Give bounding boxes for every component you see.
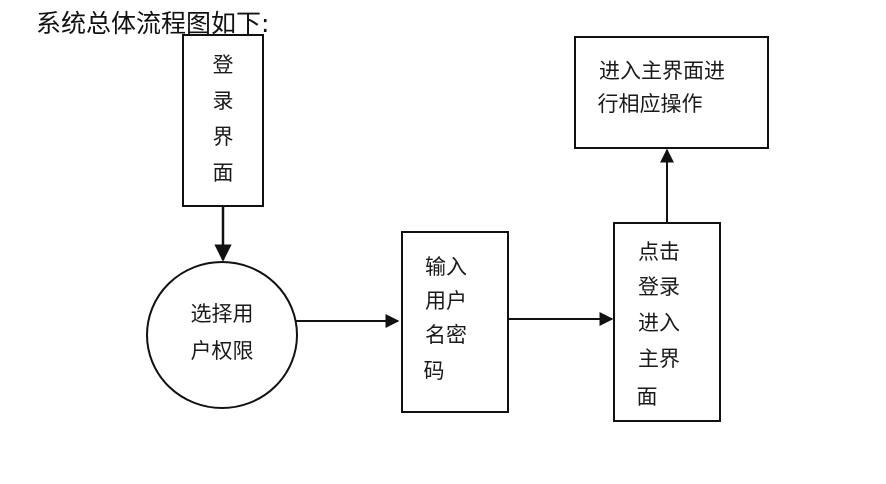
node-login-screen-line: 录 [213,89,234,113]
node-login-screen-line: 界 [213,125,234,149]
node-main-screen-line: 行相应操作 [598,92,703,116]
node-input-credentials: 输入 用户 名密 码 [401,231,509,413]
diagram-caption: 系统总体流程图如下: [36,9,270,38]
node-input-credentials-line: 用户 [425,289,467,313]
node-input-credentials-line: 输入 [425,255,467,279]
node-select-permission: 选择用 户权限 [146,261,298,409]
node-input-credentials-line: 码 [424,359,445,383]
node-main-screen: 进入主界面进 行相应操作 [574,36,769,149]
node-click-login-line: 主界 [638,347,680,371]
node-click-login-line: 登录 [638,275,680,299]
node-select-permission-line: 户权限 [191,339,254,363]
node-click-login-line: 点击 [638,240,680,264]
node-click-login-line: 进入 [638,311,680,335]
node-select-permission-line: 选择用 [191,302,254,326]
node-login-screen: 登 录 界 面 [182,34,264,207]
node-input-credentials-line: 名密 [425,323,467,347]
node-login-screen-line: 面 [213,161,234,185]
node-click-login: 点击 登录 进入 主界 面 [613,222,721,422]
node-click-login-line: 面 [637,385,658,409]
node-main-screen-line: 进入主界面进 [599,59,725,83]
node-login-screen-line: 登 [213,53,234,77]
